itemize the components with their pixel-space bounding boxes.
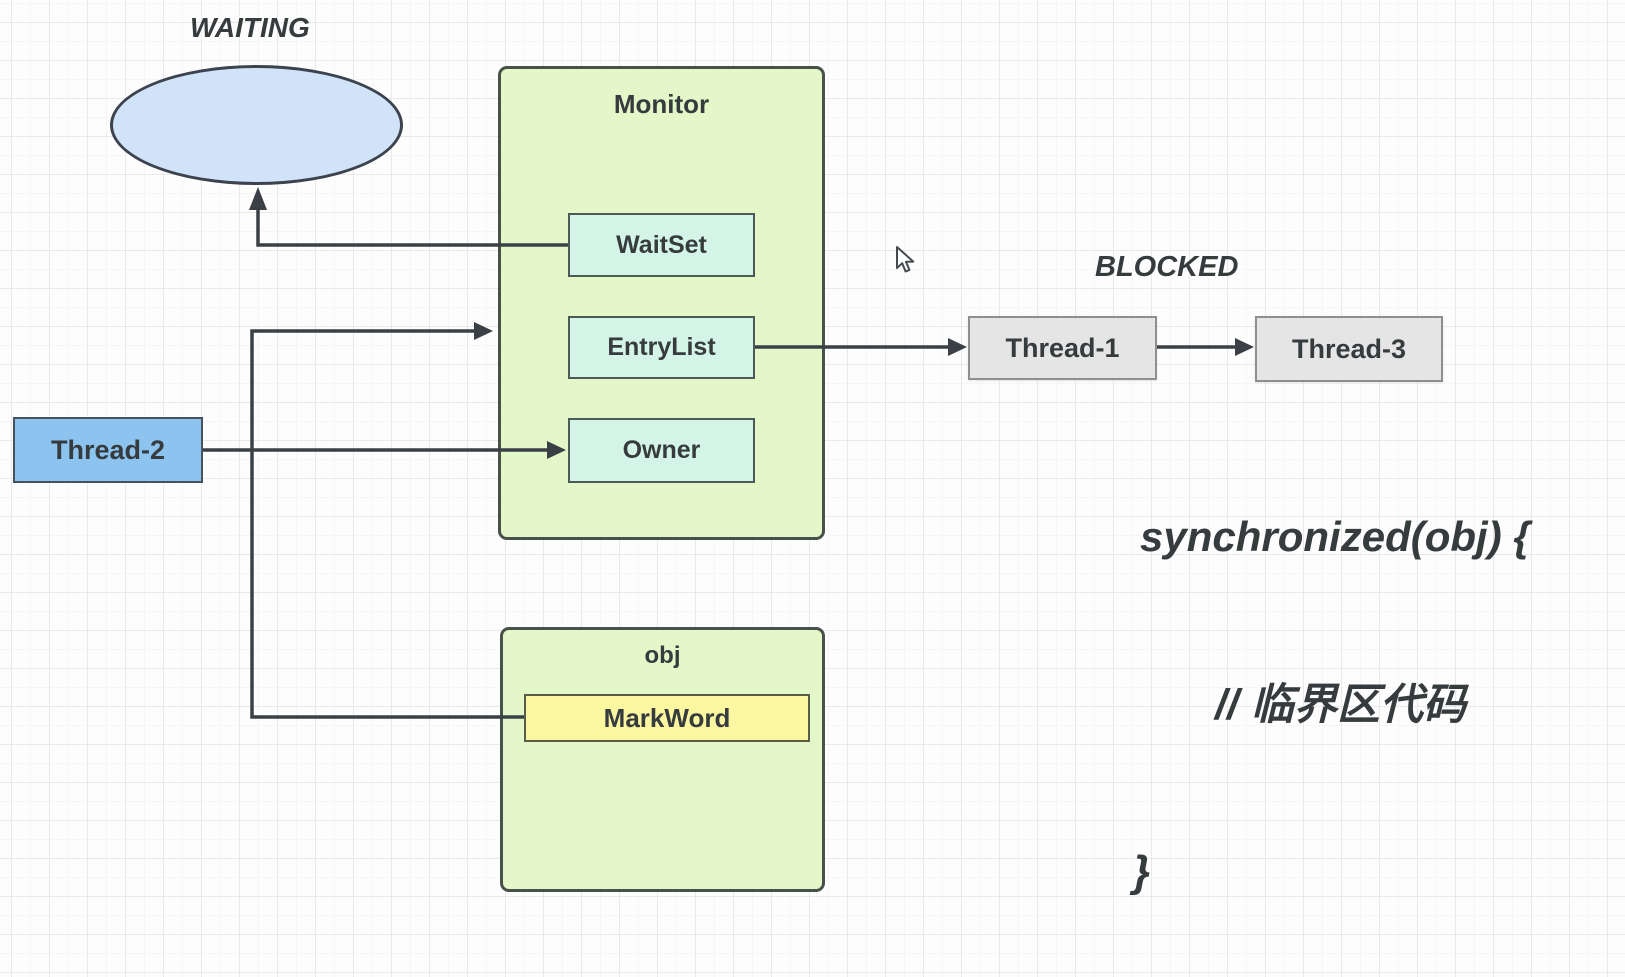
code-synchronized-line: synchronized(obj) { — [1140, 513, 1530, 560]
monitor-title: Monitor — [613, 89, 710, 119]
obj-box: obj — [500, 627, 825, 892]
thread3-node: Thread-3 — [1255, 316, 1443, 382]
blocked-state-label: BLOCKED — [1095, 251, 1239, 283]
entrylist-slot: EntryList — [568, 316, 755, 379]
owner-slot: Owner — [568, 418, 755, 483]
code-comment-line: // 临界区代码 — [1215, 681, 1466, 729]
code-closing-brace: } — [1133, 847, 1151, 896]
arrow-markword-to-monitor — [250, 322, 524, 719]
thread2-node: Thread-2 — [13, 417, 203, 483]
arrow-thread1-to-thread3 — [1157, 338, 1254, 356]
mouse-cursor-icon — [896, 246, 915, 273]
waitset-slot: WaitSet — [568, 213, 755, 277]
waiting-set-ellipse — [110, 65, 403, 185]
markword-field: MarkWord — [524, 694, 810, 742]
waiting-state-label: WAITING — [190, 12, 310, 43]
thread1-node: Thread-1 — [968, 316, 1157, 380]
obj-title: obj — [644, 642, 681, 669]
